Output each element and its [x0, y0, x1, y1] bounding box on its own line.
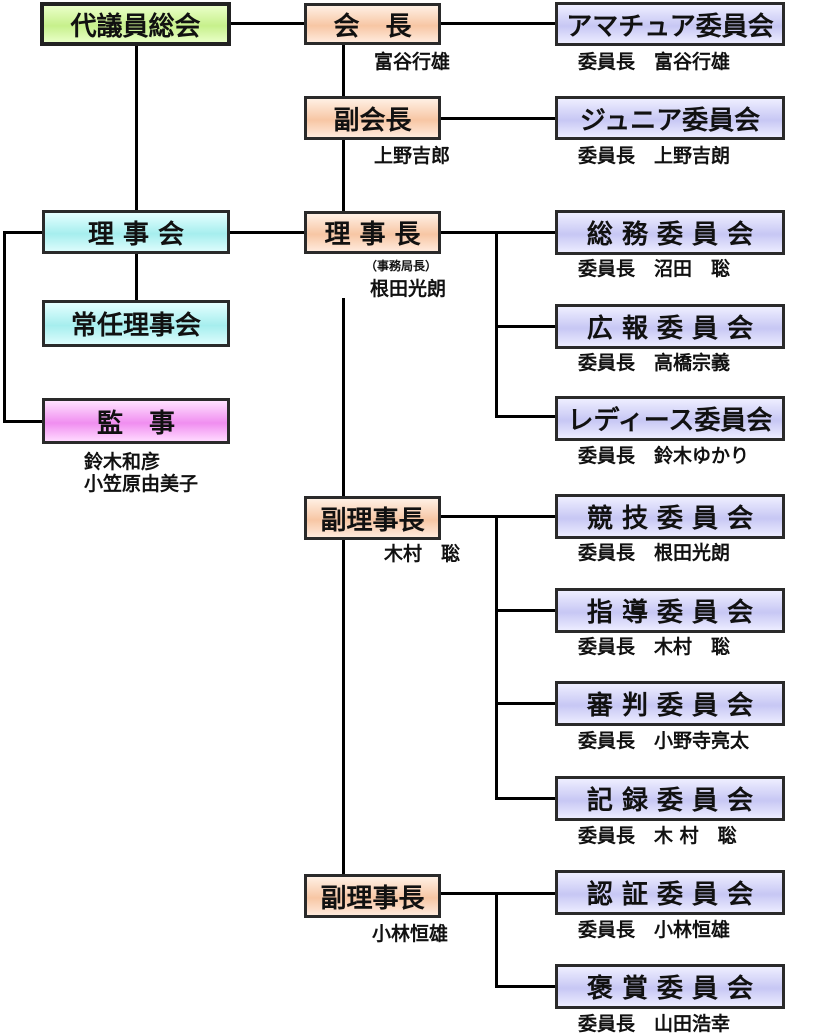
referee-committee-box: 審 判 委 員 会 — [555, 681, 785, 726]
connector-line — [229, 231, 306, 234]
records-committee-box: 記 録 委 員 会 — [555, 776, 785, 821]
president-name: 富谷行雄 — [374, 51, 451, 73]
connector-line — [229, 22, 306, 25]
connector-line — [495, 985, 556, 988]
connector-line — [495, 609, 556, 612]
vice-chairman-box-1: 副理事長 — [304, 496, 441, 540]
connector-line — [495, 231, 498, 418]
referee-committee-chair: 委員長 小野寺亮太 — [578, 730, 750, 752]
connector-line — [135, 46, 138, 210]
connector-line — [495, 515, 498, 800]
connector-line — [3, 231, 6, 423]
awards-committee-chair: 委員長 山田浩幸 — [578, 1013, 731, 1035]
board-box: 理 事 会 — [42, 210, 230, 254]
coaching-committee-chair: 委員長 木村 聡 — [578, 636, 731, 658]
vice-president-name: 上野吉郎 — [374, 145, 451, 167]
connector-line — [495, 797, 556, 800]
connector-line — [440, 117, 556, 120]
coaching-committee-box: 指 導 委 員 会 — [555, 588, 785, 633]
general-affairs-committee-box: 総 務 委 員 会 — [555, 210, 785, 255]
connector-line — [342, 44, 345, 96]
certification-committee-box: 認 証 委 員 会 — [555, 870, 785, 915]
public-relations-committee-box: 広 報 委 員 会 — [555, 304, 785, 349]
auditor-name-2: 小笠原由美子 — [84, 473, 199, 495]
vice-chairman-name-1: 木村 聡 — [384, 543, 461, 565]
connector-line — [440, 231, 556, 234]
general-affairs-committee-chair: 委員長 沼田 聡 — [578, 258, 731, 280]
connector-line — [495, 415, 556, 418]
awards-committee-box: 褒 賞 委 員 会 — [555, 964, 785, 1009]
amateur-committee-box: アマチュア委員会 — [555, 2, 785, 46]
vice-president-box: 副会長 — [304, 96, 441, 140]
ladies-committee-box: レディース委員会 — [555, 396, 785, 441]
junior-committee-chair: 委員長 上野吉朗 — [578, 145, 731, 167]
junior-committee-box: ジュニア委員会 — [555, 96, 785, 140]
connector-line — [495, 325, 556, 328]
connector-line — [495, 702, 556, 705]
connector-line — [342, 298, 345, 496]
chairman-name: 根田光朗 — [370, 278, 447, 300]
vice-chairman-name-2: 小林恒雄 — [372, 923, 449, 945]
competition-committee-box: 競 技 委 員 会 — [555, 494, 785, 539]
president-box: 会 長 — [304, 3, 441, 45]
auditor-box: 監 事 — [42, 398, 230, 444]
chairman-box: 理 事 長 — [304, 211, 441, 254]
public-relations-committee-chair: 委員長 高橋宗義 — [578, 352, 731, 374]
chairman-note: （事務局長） — [365, 259, 438, 273]
connector-line — [440, 22, 556, 25]
vice-chairman-box-2: 副理事長 — [304, 874, 441, 918]
connector-line — [440, 515, 556, 518]
general-assembly-box: 代議員総会 — [40, 2, 231, 46]
connector-line — [342, 540, 345, 874]
auditor-name-1: 鈴木和彦 — [84, 451, 161, 473]
ladies-committee-chair: 委員長 鈴木ゆかり — [578, 445, 750, 467]
connector-line — [135, 254, 138, 300]
connector-line — [342, 140, 345, 211]
certification-committee-chair: 委員長 小林恒雄 — [578, 919, 731, 941]
connector-line — [440, 892, 556, 895]
records-committee-chair: 委員長 木 村 聡 — [578, 825, 737, 847]
connector-line — [3, 231, 44, 234]
connector-line — [495, 892, 498, 988]
competition-committee-chair: 委員長 根田光朗 — [578, 542, 731, 564]
connector-line — [3, 420, 44, 423]
standing-board-box: 常任理事会 — [42, 300, 230, 347]
amateur-committee-chair: 委員長 富谷行雄 — [578, 51, 731, 73]
